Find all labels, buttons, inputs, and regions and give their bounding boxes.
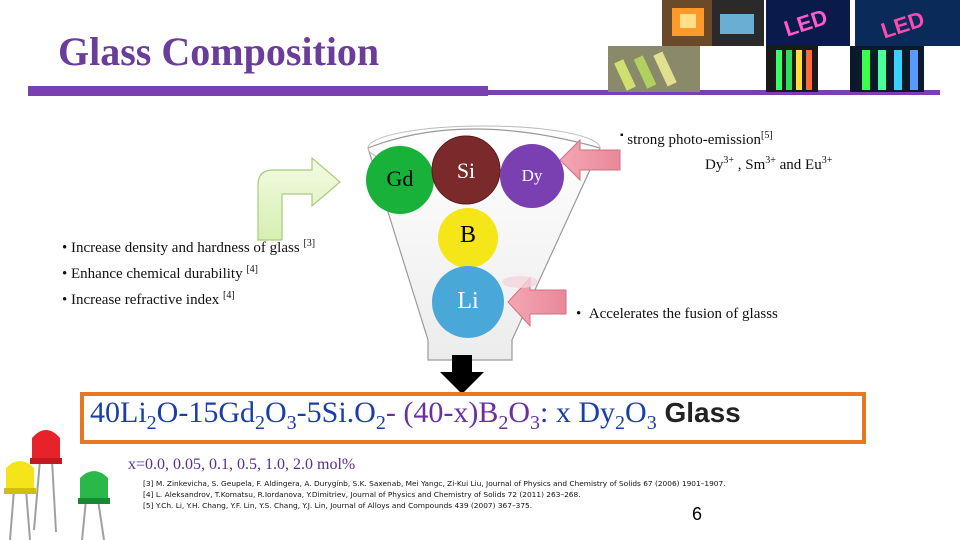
gd-effect-item: • Increase refractive index [4]: [62, 285, 315, 311]
red-led-icon: [30, 430, 62, 532]
gd-effect-item: • Increase density and hardness of glass…: [62, 233, 315, 259]
references: [3] M. Zinkevicha, S. Geupela, F. Alding…: [143, 478, 726, 511]
dy-note-line2: Dy3+ , Sm3+ and Eu3+: [705, 155, 832, 174]
reference-item: [3] M. Zinkevicha, S. Geupela, F. Alding…: [143, 478, 726, 489]
dy-label: Dy: [500, 166, 564, 186]
li-note: • Accelerates the fusion of glasss: [576, 306, 778, 323]
b-label: B: [438, 222, 498, 249]
glass-formula: 40Li2O-15Gd2O3-5Si.O2- (40-x)B2O3: x Dy2…: [90, 396, 741, 435]
led-icons: [0, 420, 130, 540]
si-label: Si: [432, 158, 500, 184]
gd-effect-item: • Enhance chemical durability [4]: [62, 259, 315, 285]
down-arrow: [440, 355, 484, 394]
li-label: Li: [432, 288, 504, 315]
green-arrow: [258, 158, 340, 240]
dy-note-line1: ▪ strong photo-emission[5]: [620, 130, 773, 149]
reference-item: [5] Y.Ch. Li, Y.H. Chang, Y.F. Lin, Y.S.…: [143, 500, 726, 511]
green-led-icon: [78, 471, 110, 540]
x-values: x=0.0, 0.05, 0.1, 0.5, 1.0, 2.0 mol%: [128, 456, 355, 474]
gd-effects-list: • Increase density and hardness of glass…: [62, 233, 315, 311]
gd-label: Gd: [366, 166, 434, 192]
yellow-led-icon: [4, 461, 36, 540]
reference-item: [4] L. Aleksandrov, T.Komatsu, R.Iordano…: [143, 489, 726, 500]
page-number: 6: [692, 504, 702, 525]
